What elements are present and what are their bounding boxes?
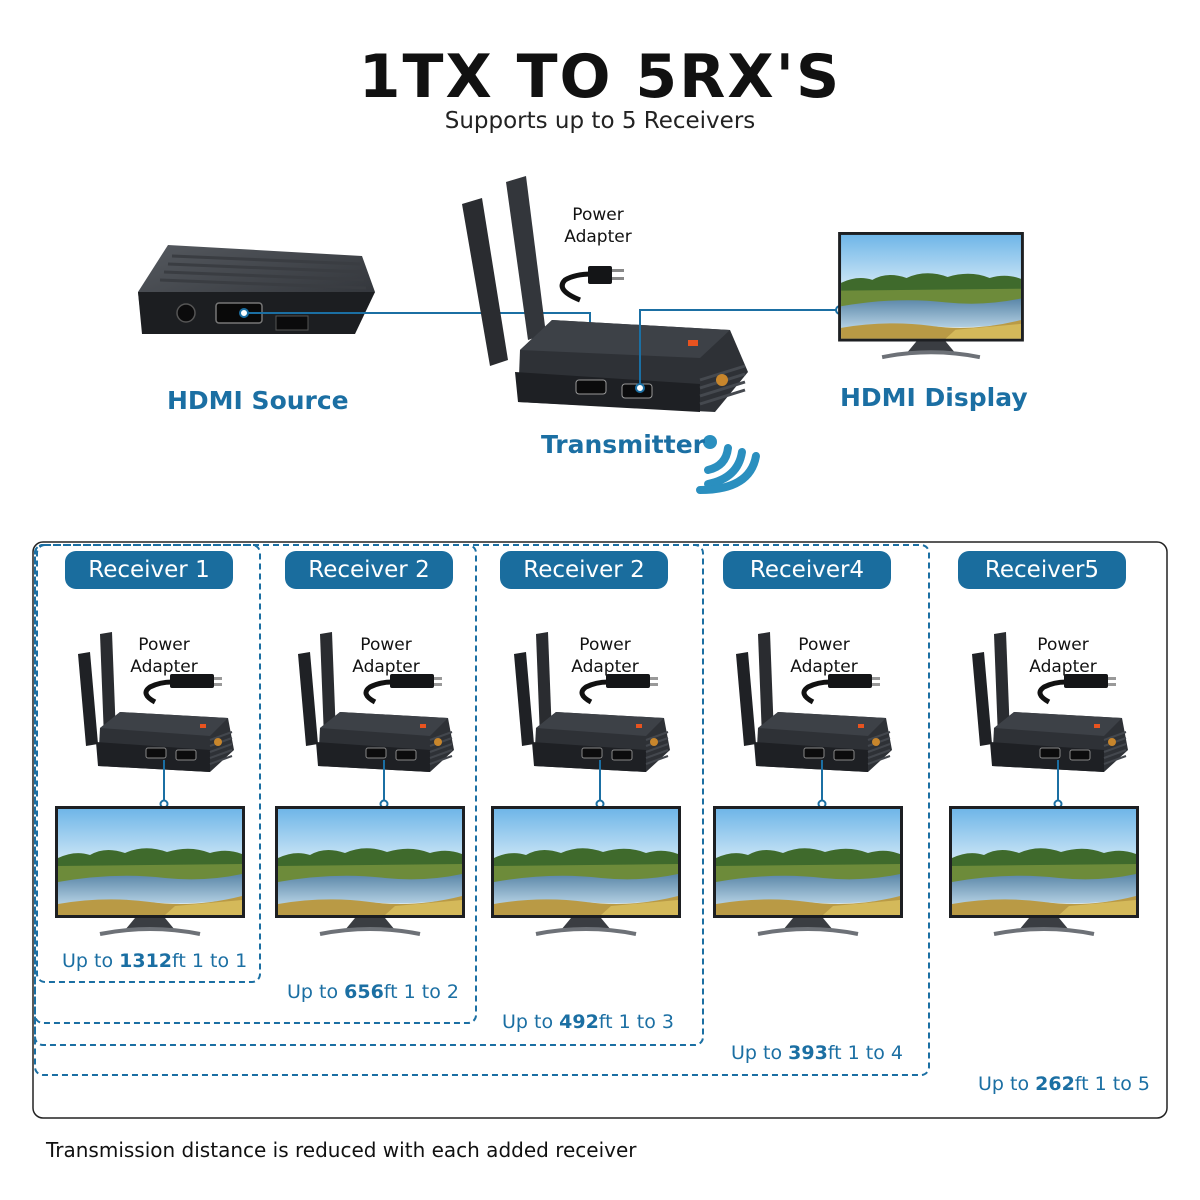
receiver-1-distance: Up to 1312ft 1 to 1	[62, 950, 248, 972]
transmitter-device	[462, 176, 748, 412]
receiver-4-graphics	[713, 632, 903, 936]
power-line1: Power	[579, 635, 631, 655]
receiver-5-graphics	[949, 632, 1139, 936]
power-line2: Adapter	[564, 227, 632, 247]
page-subtitle: Supports up to 5 Receivers	[444, 108, 756, 134]
transmitter-label: Transmitter	[541, 430, 705, 459]
hdmi-display-tv	[838, 232, 1024, 360]
wireless-signal-icon	[696, 435, 760, 494]
range-outline-4	[34, 544, 930, 1076]
receiver-5-power-label: Power Adapter	[1015, 634, 1111, 678]
power-line2: Adapter	[790, 657, 858, 677]
receiver-4-power-label: Power Adapter	[776, 634, 872, 678]
receiver-1-label: Receiver 1	[65, 551, 233, 589]
hdmi-source-device	[138, 245, 375, 334]
receiver-1-graphics	[55, 632, 245, 936]
receiver-3-distance: Up to 492ft 1 to 3	[502, 1011, 674, 1033]
page-title: 1TX TO 5RX'S	[358, 42, 842, 112]
power-line1: Power	[798, 635, 850, 655]
receiver-1-power-label: Power Adapter	[116, 634, 212, 678]
hdmi-display-label: HDMI Display	[840, 383, 1028, 412]
receiver-2-distance: Up to 656ft 1 to 2	[287, 981, 459, 1003]
power-line1: Power	[360, 635, 412, 655]
receiver-2-power-label: Power Adapter	[338, 634, 434, 678]
receiver-3-label: Receiver 2	[500, 551, 668, 589]
hdmi-source-label: HDMI Source	[167, 386, 349, 415]
power-line2: Adapter	[130, 657, 198, 677]
power-line1: Power	[138, 635, 190, 655]
receiver-4-label: Receiver4	[723, 551, 891, 589]
transmitter-power-adapter-label: Power Adapter	[550, 204, 646, 248]
power-line2: Adapter	[1029, 657, 1097, 677]
receiver-5-distance: Up to 262ft 1 to 5	[978, 1073, 1150, 1095]
receiver-3-power-label: Power Adapter	[557, 634, 653, 678]
receiver-5-label: Receiver5	[958, 551, 1126, 589]
receiver-4-distance: Up to 393ft 1 to 4	[731, 1042, 903, 1064]
receiver-2-graphics	[275, 632, 465, 936]
receivers-frame	[32, 541, 1168, 1119]
receiver-2-label: Receiver 2	[285, 551, 453, 589]
power-line1: Power	[1037, 635, 1089, 655]
power-line2: Adapter	[352, 657, 420, 677]
power-line2: Adapter	[571, 657, 639, 677]
footer-note: Transmission distance is reduced with ea…	[46, 1138, 637, 1162]
receiver-3-graphics	[491, 632, 681, 936]
power-line1: Power	[572, 205, 624, 225]
hdmi-display-cable	[639, 309, 840, 388]
